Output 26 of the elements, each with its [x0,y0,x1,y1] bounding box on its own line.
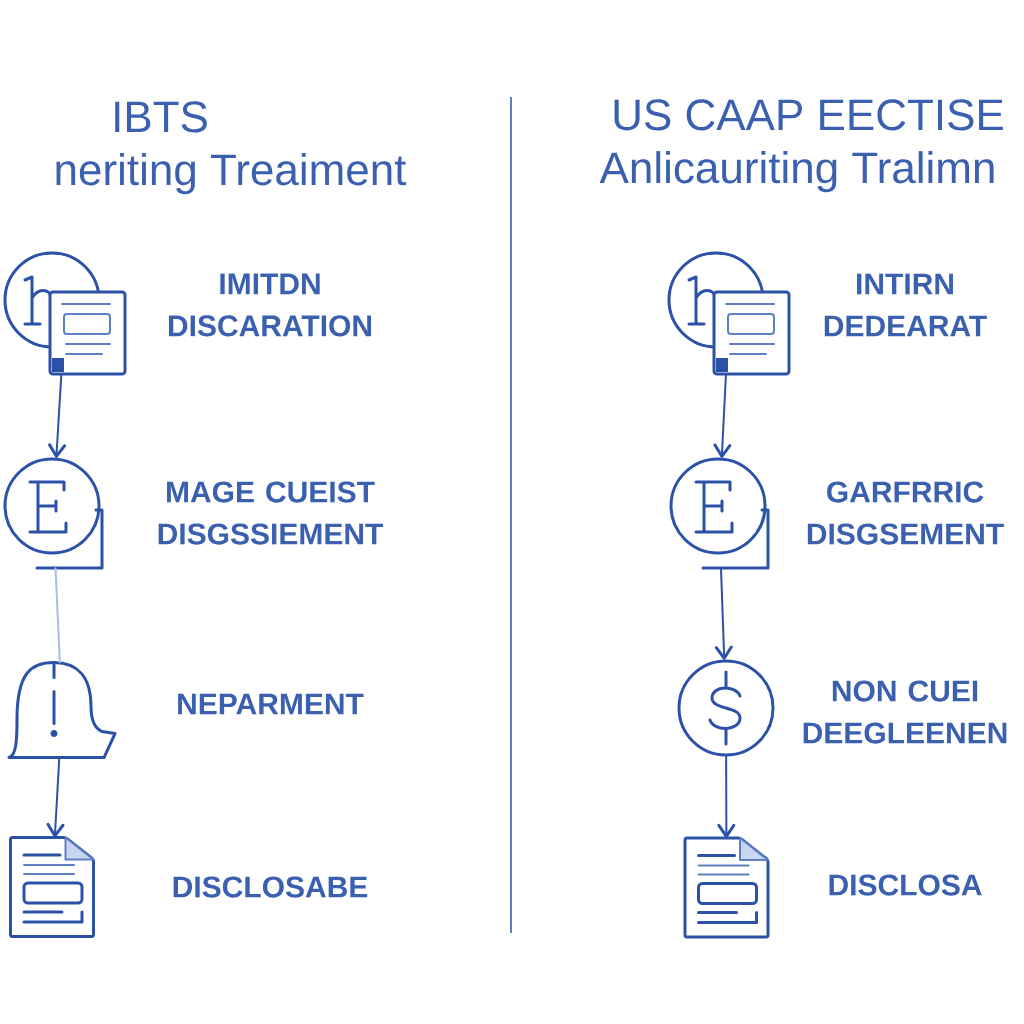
step-label: IMITDN DISCARATION [168,273,372,337]
circled-letter-icon [3,457,104,570]
column-title: US CAAP EECTISE [614,99,1003,131]
column-title: Anlicauriting Tralimn [599,151,994,193]
document-icon [683,836,770,939]
bell-icon [7,661,117,759]
arrow [48,373,67,458]
step-label: DISCLOSA [829,874,982,896]
connector-line [54,567,61,664]
arrow [714,567,733,660]
column-title: IBTS [115,101,207,133]
step-label: NEPARMENT [178,693,364,715]
circled-letter-icon [669,457,770,570]
step-label: DISCLOSABE [173,876,368,898]
arrow [717,755,736,838]
arrow [713,373,732,458]
arrow [46,756,65,838]
circle-document-icon [3,251,127,376]
document-icon [9,836,95,938]
circle-document-icon [667,251,791,376]
column-title: neriting Treaiment [56,153,407,195]
step-label: MAGE CUEIST DISGSSIEMENT [158,481,384,545]
dollar-icon [677,659,775,757]
step-label: INTIRN DEDEARAT [824,273,987,337]
step-label: NON CUEI DEEGLEENEN [803,680,1007,744]
step-label: GARFRRIC DISGSEMENT [807,481,1004,545]
